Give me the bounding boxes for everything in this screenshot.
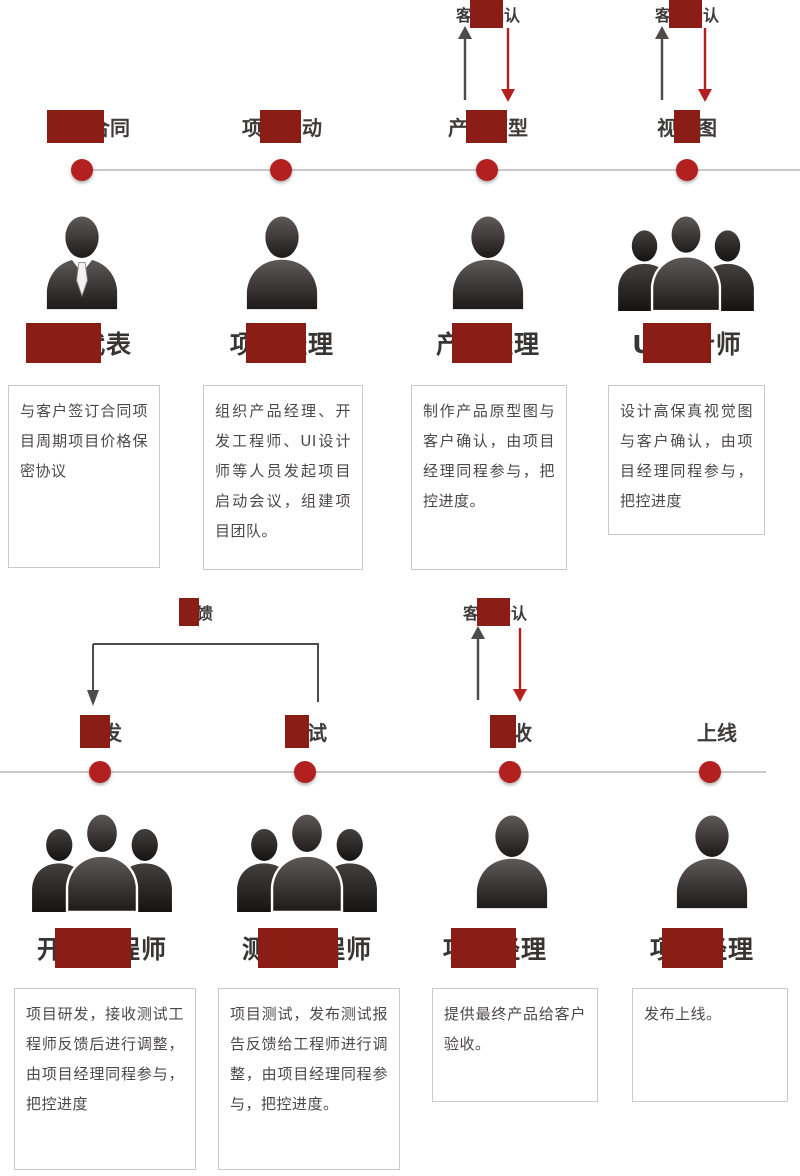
- stage-description: 与客户签订合同项目周期项目价格保密协议: [8, 385, 160, 568]
- customer-confirm-label: 客户确认: [420, 0, 556, 28]
- stage-title: 产品原型: [418, 110, 558, 143]
- redaction-block: [477, 598, 511, 626]
- role-label: 开发工程师: [2, 928, 202, 968]
- person-icon: [237, 213, 327, 311]
- redaction-block: [179, 598, 199, 626]
- team-icon: [27, 810, 177, 912]
- redaction-block: [470, 0, 504, 28]
- person-icon: [443, 213, 533, 311]
- redaction-block: [451, 323, 512, 363]
- role-label: 项目经理: [202, 323, 362, 363]
- redaction-block: [259, 110, 302, 143]
- role-label: 测试工程师: [207, 928, 407, 968]
- redaction-block: [490, 715, 516, 748]
- redaction-block: [451, 928, 516, 968]
- arrow-down-icon: [501, 28, 515, 102]
- customer-confirm-label: 客户确认: [619, 0, 755, 28]
- arrow-up-icon: [458, 26, 472, 100]
- person-icon: [467, 812, 557, 910]
- team-icon: [612, 212, 760, 311]
- team-icon: [232, 810, 382, 912]
- redaction-block: [673, 110, 701, 143]
- redaction-block: [46, 110, 105, 143]
- timeline-node: [676, 159, 698, 181]
- arrow-up-icon: [471, 626, 485, 700]
- person-icon: [667, 812, 757, 910]
- feedback-label: 反馈: [147, 598, 247, 626]
- redaction-block: [25, 323, 101, 363]
- stage-description: 组织产品经理、开发工程师、UI设计师等人员发起项目启动会议，组建项目团队。: [203, 385, 363, 570]
- stage-description: 发布上线。: [632, 988, 788, 1102]
- timeline-line: [0, 771, 766, 773]
- timeline-node: [71, 159, 93, 181]
- timeline-node: [270, 159, 292, 181]
- customer-confirm-label: 客户确认: [427, 598, 563, 626]
- timeline-node: [89, 761, 111, 783]
- stage-title: 上线: [697, 721, 737, 745]
- arrow-down-icon: [698, 28, 712, 102]
- redaction-block: [669, 0, 703, 28]
- redaction-block: [662, 928, 723, 968]
- timeline-node: [476, 159, 498, 181]
- timeline-line: [82, 169, 800, 171]
- stage-title: 研发: [32, 715, 172, 748]
- role-label: 商务代表: [0, 323, 160, 363]
- redaction-block: [257, 928, 339, 968]
- stage-description: 项目测试，发布测试报告反馈给工程师进行调整，由项目经理同程参与，把控进度。: [218, 988, 400, 1170]
- role-label: UI设计师: [607, 323, 767, 363]
- feedback-arrow: [87, 643, 319, 706]
- arrow-up-icon: [655, 26, 669, 100]
- stage-description: 项目研发，接收测试工程师反馈后进行调整，由项目经理同程参与，把控进度: [14, 988, 196, 1170]
- timeline-node: [499, 761, 521, 783]
- arrow-down-icon: [513, 628, 527, 702]
- redaction-block: [465, 110, 508, 143]
- redaction-block: [285, 715, 309, 748]
- role-label: 项目经理: [602, 928, 800, 968]
- stage-description: 提供最终产品给客户验收。: [432, 988, 598, 1102]
- stage-title: 测试: [237, 715, 377, 748]
- timeline-node: [699, 761, 721, 783]
- stage-description: 制作产品原型图与客户确认，由项目经理同程参与，把控进度。: [411, 385, 567, 570]
- stage-title: 签订合同: [20, 110, 160, 143]
- business-person-icon: [37, 213, 127, 311]
- redaction-block: [55, 928, 131, 968]
- stage-title: 验收: [442, 715, 582, 748]
- timeline-node: [294, 761, 316, 783]
- redaction-block: [643, 323, 712, 363]
- stage-title: 项目启动: [212, 110, 352, 143]
- stage-description: 设计高保真视觉图与客户确认，由项目经理同程参与，把控进度: [608, 385, 765, 535]
- role-label: 产品经理: [408, 323, 568, 363]
- role-label: 项目经理: [395, 928, 595, 968]
- stage-title: 视觉图: [617, 110, 757, 143]
- redaction-block: [245, 323, 306, 363]
- redaction-block: [80, 715, 110, 748]
